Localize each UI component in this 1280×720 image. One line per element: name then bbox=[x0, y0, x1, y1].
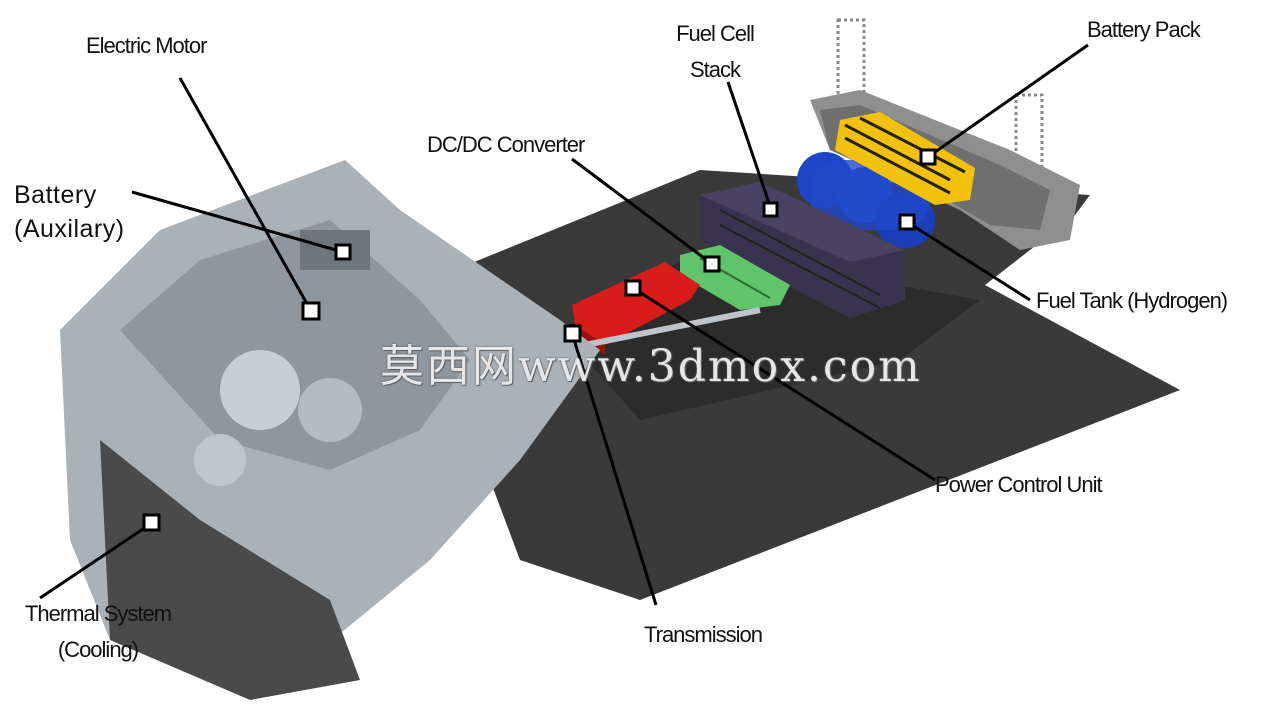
marker-thermal-system bbox=[142, 513, 161, 532]
marker-dcdc-converter bbox=[703, 255, 721, 273]
marker-electric-motor bbox=[301, 301, 321, 321]
label-battery-auxiliary-line1: Battery bbox=[14, 181, 97, 209]
label-battery-pack: Battery Pack bbox=[1087, 17, 1201, 42]
battery-pack bbox=[835, 112, 975, 205]
marker-battery-aux bbox=[334, 243, 352, 261]
label-fuel-tank-hydrogen: Fuel Tank (Hydrogen) bbox=[1036, 288, 1228, 313]
marker-battery-pack bbox=[919, 148, 937, 166]
label-transmission: Transmission bbox=[644, 622, 763, 647]
fuel-cell-stack bbox=[700, 182, 905, 318]
label-battery-auxiliary-line2: (Auxilary) bbox=[14, 215, 125, 243]
marker-squares bbox=[142, 148, 937, 532]
label-thermal-system-line2: (Cooling) bbox=[57, 637, 139, 662]
leader-lines bbox=[39, 43, 1089, 606]
label-thermal-system-line1: Thermal System bbox=[24, 601, 172, 626]
label-electric-motor: Electric Motor bbox=[86, 33, 207, 58]
label-battery-auxiliary: Battery (Auxilary) bbox=[14, 178, 125, 246]
label-thermal-system: Thermal System (Cooling) bbox=[10, 596, 186, 668]
marker-transmission bbox=[563, 324, 582, 343]
watermark-text: 莫西网www.3dmox.com bbox=[380, 341, 922, 392]
marker-power-control-unit bbox=[624, 279, 642, 297]
marker-fuel-cell-stack bbox=[762, 201, 779, 218]
power-control-unit-shape bbox=[572, 262, 700, 355]
marker-fuel-tank bbox=[898, 213, 916, 231]
drive-shaft bbox=[559, 307, 761, 353]
engine-bay bbox=[60, 160, 600, 700]
label-power-control-unit: Power Control Unit bbox=[935, 472, 1103, 497]
label-fuel-cell-stack-line2: Stack bbox=[689, 57, 741, 82]
label-fuel-cell-stack: Fuel Cell Stack bbox=[660, 16, 770, 88]
label-dcdc-converter: DC/DC Converter bbox=[427, 132, 585, 157]
label-fuel-cell-stack-line1: Fuel Cell bbox=[676, 21, 755, 46]
